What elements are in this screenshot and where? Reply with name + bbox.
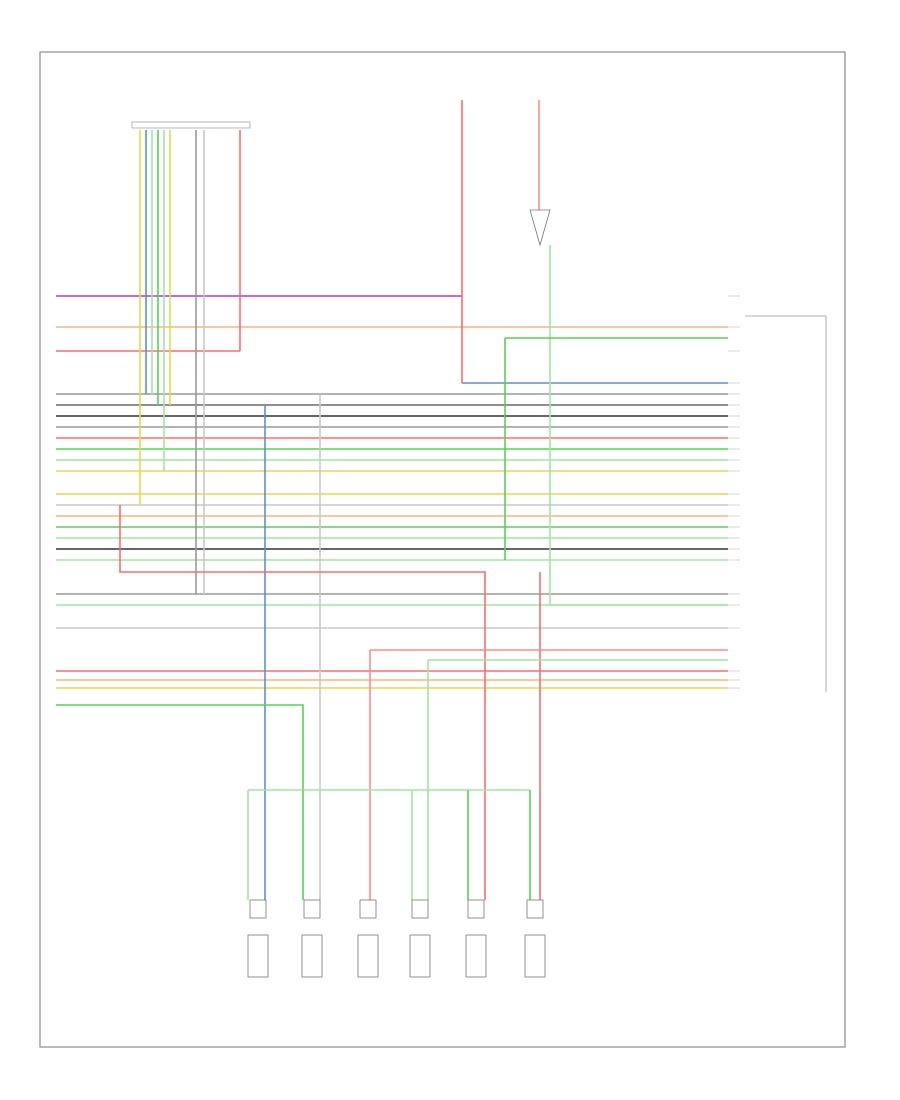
- injector-connector-2: [303, 899, 321, 919]
- injector-connector-4: [411, 899, 429, 919]
- injector-loop: [119, 505, 486, 578]
- injector-connector-6: [526, 899, 544, 919]
- injector-common: [56, 704, 304, 790]
- module-boundary: [745, 315, 827, 692]
- fuel-injector-4: [409, 934, 431, 978]
- injector-connector-5: [467, 899, 485, 919]
- fuel-injector-6: [524, 934, 546, 978]
- relay-switch-icon: [529, 209, 551, 247]
- components-layer: [131, 121, 740, 978]
- relay-output-wire: [549, 245, 728, 606]
- fuel-injector-5: [465, 934, 487, 978]
- injector-connector-3: [359, 899, 377, 919]
- injector-connector-1: [249, 899, 267, 919]
- top-connector: [131, 121, 251, 129]
- fuel-injector-1: [247, 934, 269, 978]
- fuel-injector-3: [357, 934, 379, 978]
- wires-layer: [56, 100, 728, 900]
- fuel-injector-2: [301, 934, 323, 978]
- diagram-frame: [39, 51, 846, 1048]
